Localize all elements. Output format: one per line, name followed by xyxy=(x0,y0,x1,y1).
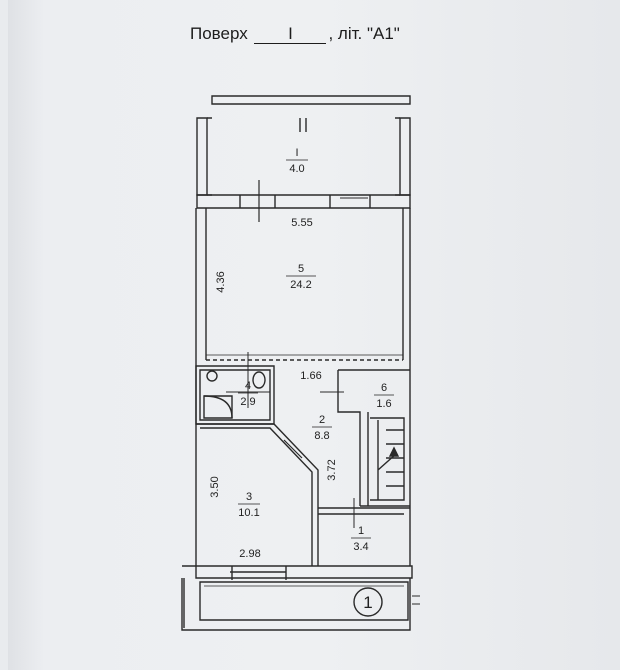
floor-prefix: Поверх xyxy=(190,24,248,43)
dim-5-55: 5.55 xyxy=(291,217,312,229)
stair-walls xyxy=(337,369,410,507)
room-6-number: 6 xyxy=(381,382,387,394)
floor-value: I xyxy=(254,25,327,44)
dim-2-98: 2.98 xyxy=(239,548,260,560)
room-5-area: 24.2 xyxy=(290,279,311,291)
lower-terrace xyxy=(181,565,411,631)
room-1-number: 1 xyxy=(358,525,364,537)
room-2-area: 8.8 xyxy=(314,430,329,442)
dim-4-36: 4.36 xyxy=(215,271,227,292)
room-4-area: 2.9 xyxy=(240,396,255,408)
lit-label: , літ. "А1" xyxy=(328,24,400,43)
room-2-number: 2 xyxy=(319,414,325,426)
room-I-number: I xyxy=(295,147,298,159)
room-5-number: 5 xyxy=(298,263,304,275)
balcony-left-rail xyxy=(196,117,208,196)
plan-sheet xyxy=(8,0,620,670)
room3-walls xyxy=(196,423,319,566)
dim-3-72: 3.72 xyxy=(326,459,338,480)
room-I-area: 4.0 xyxy=(289,163,304,175)
room-4-number: 4 xyxy=(245,380,251,392)
balcony-cap xyxy=(211,95,411,105)
balcony-right-rail xyxy=(399,117,411,196)
dimension-labels: 5.55 4.36 1.66 3.72 3.50 2.98 xyxy=(209,217,338,560)
dim-1-66: 1.66 xyxy=(300,370,321,382)
balcony-wall xyxy=(196,194,411,209)
room-labels: I 4.0 5 24.2 4 2.9 6 1.6 2 8.8 3 10.1 1 … xyxy=(238,147,394,553)
room-1-area: 3.4 xyxy=(353,541,368,553)
room-6-area: 1.6 xyxy=(376,398,391,410)
entrance-marker-label: 1 xyxy=(363,593,372,612)
entrance-marker-circle xyxy=(353,587,383,617)
outer-wall xyxy=(195,208,411,566)
dim-3-50: 3.50 xyxy=(209,476,221,497)
room1-walls xyxy=(318,507,410,515)
room-3-area: 10.1 xyxy=(238,507,259,519)
floor-title: Поверх I, літ. "А1" xyxy=(190,24,400,44)
room-3-number: 3 xyxy=(246,491,252,503)
